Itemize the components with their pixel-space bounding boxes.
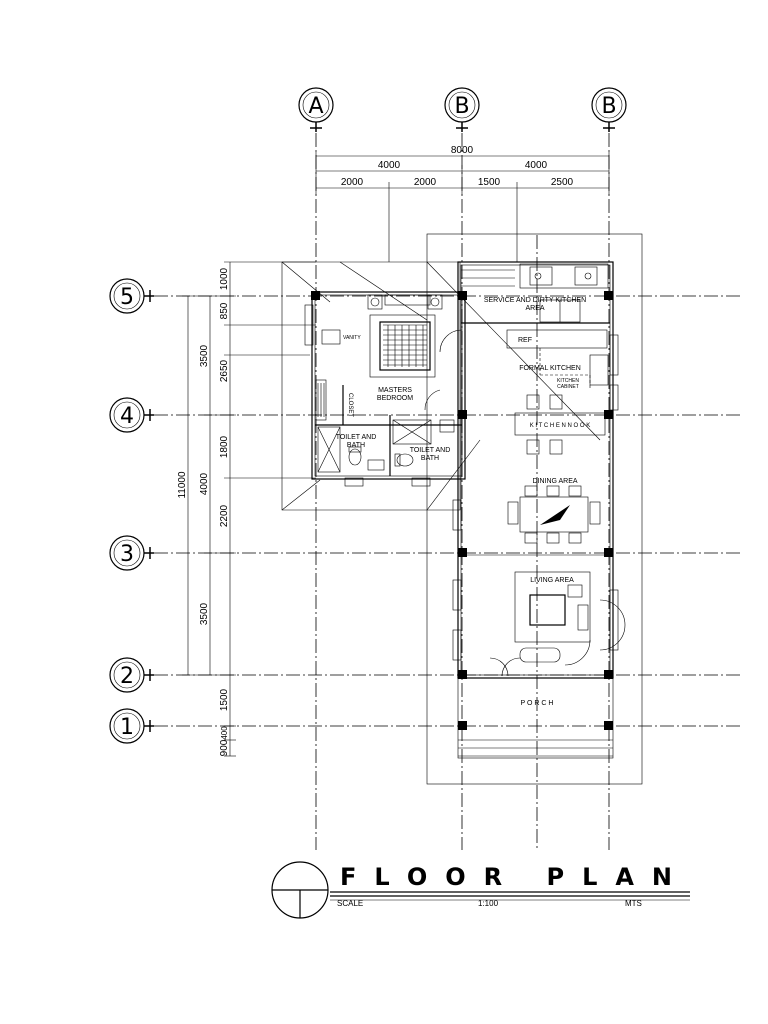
dim-row: 900 xyxy=(219,739,230,756)
dim-half: 4000 xyxy=(378,160,401,171)
room-label-formal-kitchen: FORMAL KITCHEN xyxy=(519,365,581,372)
living-furniture xyxy=(489,571,626,677)
dining-table xyxy=(507,485,601,544)
dim-overall-width: 8000 xyxy=(451,145,474,156)
room-label-toilet-1: TOILET AND xyxy=(336,434,377,441)
kitchen-cabinet-label-2: CABINET xyxy=(557,384,579,390)
grid-row-label: 3 xyxy=(120,542,134,567)
title-block: FLOOR PLAN SCALE 1:100 MTS xyxy=(271,861,690,919)
formal-kitchen-fixtures xyxy=(506,329,609,455)
room-label-porch: P O R C H xyxy=(521,700,554,707)
closet xyxy=(315,379,327,421)
ref-label: REF xyxy=(518,337,532,344)
dim-row: 1000 xyxy=(219,267,230,290)
master-bed xyxy=(321,294,463,411)
dim-half: 4000 xyxy=(525,160,548,171)
units-label: MTS xyxy=(625,899,642,908)
scale-value: 1:100 xyxy=(478,899,499,908)
service-kitchen-counter xyxy=(519,263,609,323)
grid-col-label: B xyxy=(454,94,469,119)
dim-segment: 2500 xyxy=(551,177,574,188)
windows xyxy=(304,294,619,661)
grid-axes xyxy=(154,133,740,850)
room-label-master-bedroom-2: BEDROOM xyxy=(377,395,413,402)
room-label-dining: DINING AREA xyxy=(532,478,577,485)
dim-overall-depth: 11000 xyxy=(177,471,188,499)
structural-columns xyxy=(311,291,613,730)
scale-label: SCALE xyxy=(337,899,363,908)
grid-bubble-col-3: B xyxy=(591,87,627,132)
room-label-service-kitchen-2: AREA xyxy=(525,305,544,312)
dim-major: 3500 xyxy=(199,344,210,367)
kitchen-cabinet-label: KITCHEN xyxy=(557,378,579,384)
dim-segment: 2000 xyxy=(414,177,437,188)
room-label-toilet-2: TOILET AND xyxy=(410,447,451,454)
dim-major: 4000 xyxy=(199,472,210,495)
grid-col-label: A xyxy=(308,94,323,119)
room-label-master-bedroom: MASTERS xyxy=(378,387,412,394)
dim-row: 1800 xyxy=(219,435,230,458)
grid-col-label: B xyxy=(601,94,616,119)
walls xyxy=(311,261,614,759)
dim-row: 850 xyxy=(219,302,230,319)
drawing-title: FLOOR PLAN xyxy=(340,863,690,891)
room-label-service-kitchen: SERVICE AND DIRTY KITCHEN xyxy=(484,297,586,304)
grid-bubble-row-5: 5 xyxy=(109,278,154,314)
dim-row: 2200 xyxy=(219,504,230,527)
dim-row: 2650 xyxy=(219,359,230,382)
dim-row: 1500 xyxy=(219,688,230,711)
grid-row-label: 5 xyxy=(120,285,134,310)
grid-bubble-row-3: 3 xyxy=(109,535,154,571)
room-label-kitchen-nook: K I T C H E N N O O K xyxy=(530,423,590,429)
grid-row-label: 2 xyxy=(120,664,134,689)
grid-row-label: 1 xyxy=(120,715,134,740)
grid-row-label: 4 xyxy=(120,404,134,429)
toilet-bath-fixtures xyxy=(317,419,455,487)
room-label-toilet-1b: BATH xyxy=(347,442,365,449)
dim-segment: 2000 xyxy=(341,177,364,188)
vanity-label: VANITY xyxy=(343,335,361,341)
grid-bubble-col-1: A xyxy=(298,87,334,132)
grid-bubble-row-4: 4 xyxy=(109,397,154,433)
room-label-living: LIVING AREA xyxy=(530,577,574,584)
horizontal-dimensions: 8000 4000 4000 2000 2000 1500 2500 xyxy=(315,145,610,262)
dim-row: 400 xyxy=(220,726,229,740)
grid-bubble-row-2: 2 xyxy=(109,657,154,693)
dim-major: 3500 xyxy=(199,602,210,625)
closet-label: CLOSET xyxy=(347,393,353,417)
grid-bubble-col-2: B xyxy=(444,87,480,132)
grid-bubble-row-1: 1 xyxy=(109,708,154,744)
vertical-dimensions: 11000 3500 4000 3500 1000 850 2650 1800 … xyxy=(177,261,316,756)
room-label-toilet-2b: BATH xyxy=(421,455,439,462)
dim-segment: 1500 xyxy=(478,177,501,188)
